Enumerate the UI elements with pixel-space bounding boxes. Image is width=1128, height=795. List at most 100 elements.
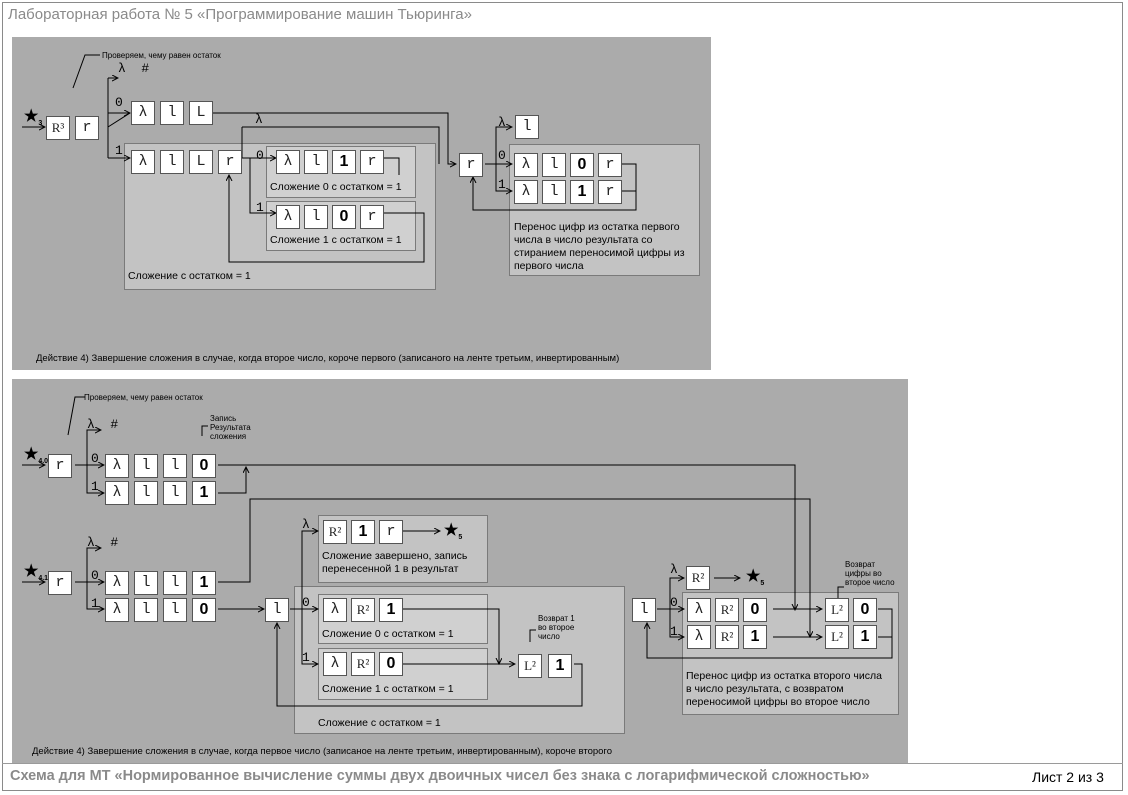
p2-ret0-0[interactable]: L² [825,598,849,622]
footer-title: Схема для МТ «Нормированное вычисление с… [10,768,870,784]
p2-rowA1-0[interactable]: λ [105,481,129,505]
p2-rowA1-2[interactable]: l [163,481,187,505]
rowB-2[interactable]: L [189,150,213,174]
right-top-l-1[interactable]: l [515,115,539,139]
rowA-1[interactable]: l [160,101,184,125]
p2-rowB1-1[interactable]: l [134,598,158,622]
p2-right-0: 0 [670,595,678,610]
tr0-cell-1[interactable]: l [542,153,566,177]
p2-rowB0-3[interactable]: 1 [192,571,216,595]
exit-point-5a: ★5 [444,523,462,546]
lambda-hash-2a: λ # [87,417,119,432]
tr1-cell-0[interactable]: λ [514,180,538,204]
entry-star-icon: ★ [24,563,39,580]
p2-mid-0: 0 [302,595,310,610]
tr1-cell-3[interactable]: r [598,180,622,204]
p2-add1-0[interactable]: λ [323,652,347,676]
exit-point-5b: ★5 [746,569,764,592]
p2-add0-0[interactable]: λ [323,598,347,622]
p2-rowB1-2[interactable]: l [163,598,187,622]
p2-mid-l[interactable]: l [265,598,289,622]
done-cell-0[interactable]: R² [323,520,347,544]
p2-tr1-2[interactable]: 1 [743,625,767,649]
record-result-note: Запись Результата сложения [210,414,251,441]
p2-ret1-0[interactable]: L² [825,625,849,649]
p2-L2-one[interactable]: 1 [548,654,572,678]
p2-rowB0-1[interactable]: l [134,571,158,595]
tr0-cell-3[interactable]: r [598,153,622,177]
p2-right-l[interactable]: l [632,598,656,622]
p2-rowB1-3[interactable]: 0 [192,598,216,622]
p2-rowA0-3[interactable]: 0 [192,454,216,478]
entry-point-4-0: ★4.0 [24,447,48,470]
rowA-0[interactable]: λ [131,101,155,125]
action-caption-1: Действие 4) Завершение сложения в случае… [36,353,620,364]
p2-right-R2[interactable]: R² [686,566,710,590]
tr1-cell-2[interactable]: 1 [570,180,594,204]
p2-add0-1[interactable]: R² [351,598,375,622]
add0-cell-0[interactable]: λ [276,150,300,174]
transfer-caption-2: Перенос цифр из остатка второго числа в … [686,670,882,708]
right-r-1[interactable]: r [459,153,483,177]
branch-label-1b: 1 [256,200,264,215]
lambda-label: λ [255,112,263,127]
r-4-1[interactable]: r [48,571,72,595]
p2-ret1-1[interactable]: 1 [853,625,877,649]
add1-cell-3[interactable]: r [360,205,384,229]
add1-cell-1[interactable]: l [304,205,328,229]
r-4-0[interactable]: r [48,454,72,478]
p2-rowA0-2[interactable]: l [163,454,187,478]
p2-tr0-1[interactable]: R² [715,598,739,622]
p2-right-1: 1 [670,624,678,639]
rowA-2[interactable]: L [189,101,213,125]
add1-cell-2[interactable]: 0 [332,205,356,229]
p2-right-lambda: λ [670,562,678,577]
done-cell-1[interactable]: 1 [351,520,375,544]
entry-star-icon: ★ [24,108,39,125]
cell-R3[interactable]: R³ [46,116,70,140]
p2-mid-lambda: λ [302,517,310,532]
rowB-3[interactable]: r [218,150,242,174]
p2-rowB0-0[interactable]: λ [105,571,129,595]
add0-cell-2[interactable]: 1 [332,150,356,174]
cell-r[interactable]: r [75,116,99,140]
add0-cell-3[interactable]: r [360,150,384,174]
p2-rowB0-2[interactable]: l [163,571,187,595]
p2-add1-2[interactable]: 0 [379,652,403,676]
rowB-0[interactable]: λ [131,150,155,174]
done-cell-2[interactable]: r [379,520,403,544]
add0-caption-1: Сложение 0 с остатком = 1 [270,181,402,193]
right-label-0: 0 [498,148,506,163]
check-remainder-note-2: Проверяем, чему равен остаток [84,393,203,402]
footer-divider [2,763,1123,764]
exit-star-icon: ★ [444,522,459,539]
tr1-cell-1[interactable]: l [542,180,566,204]
p2-ret0-1[interactable]: 0 [853,598,877,622]
lambda-hash-1: λ # [118,61,150,76]
p2-L2[interactable]: L² [518,654,542,678]
rowB-1[interactable]: l [160,150,184,174]
p2-mid-1: 1 [302,650,310,665]
p2-label-0a: 0 [91,451,99,466]
p2-add1-1[interactable]: R² [351,652,375,676]
branch-label-0b: 0 [256,148,264,163]
p2-group-caption: Сложение с остатком = 1 [318,717,441,729]
p2-add0-2[interactable]: 1 [379,598,403,622]
p2-tr0-0[interactable]: λ [687,598,711,622]
add1-cell-0[interactable]: λ [276,205,300,229]
p2-rowA0-1[interactable]: l [134,454,158,478]
p2-label-1b: 1 [91,596,99,611]
p2-rowA1-3[interactable]: 1 [192,481,216,505]
branch-label-1: 1 [115,143,123,158]
p2-rowA1-1[interactable]: l [134,481,158,505]
p2-tr1-1[interactable]: R² [715,625,739,649]
p2-rowB1-0[interactable]: λ [105,598,129,622]
tr0-cell-2[interactable]: 0 [570,153,594,177]
p2-tr1-0[interactable]: λ [687,625,711,649]
sheet-title: Лабораторная работа № 5 «Программировани… [8,6,472,23]
add0-cell-1[interactable]: l [304,150,328,174]
p2-tr0-2[interactable]: 0 [743,598,767,622]
p2-rowA0-0[interactable]: λ [105,454,129,478]
tr0-cell-0[interactable]: λ [514,153,538,177]
